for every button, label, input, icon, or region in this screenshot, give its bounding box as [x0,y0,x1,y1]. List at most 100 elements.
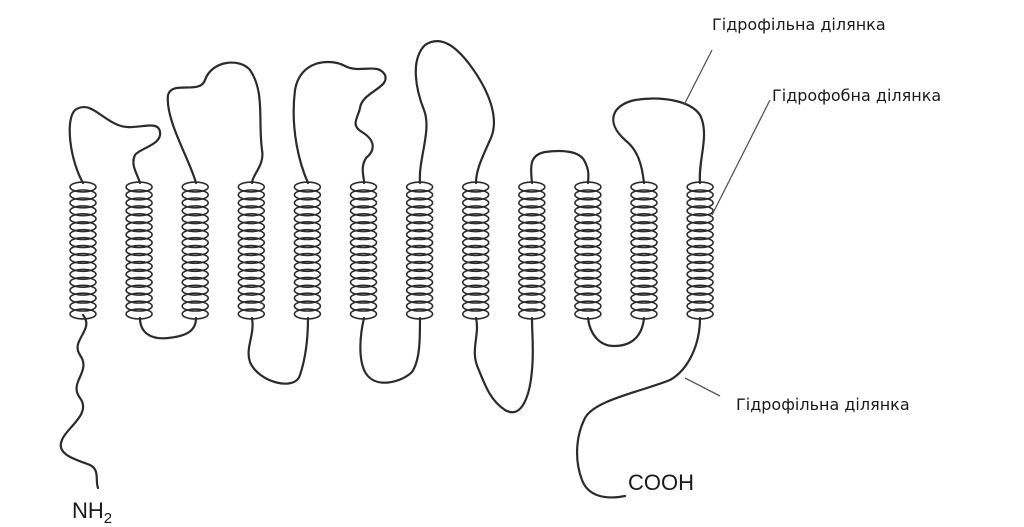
label-hydrophilic-top: Гідрофільна ділянка [712,15,886,34]
helix-turn [293,268,322,280]
helix-turn [517,228,546,241]
helix-turn [69,260,97,273]
helix-turn [181,252,209,265]
helix-turn [574,260,602,273]
helix-turn [517,300,546,312]
helix-turn [630,236,658,249]
n-terminal-tail [59,313,100,490]
helix-turn [349,292,378,304]
helix-turn [181,189,209,201]
helix-turn [125,205,153,217]
helix-turn [349,268,378,280]
helix-12 [686,181,714,320]
helix-turn [686,236,714,249]
helix-turn [574,221,602,233]
helix-turn [405,189,434,201]
helix-turn [237,221,266,233]
helix-turn [181,268,209,280]
helix-turn [125,252,153,265]
helix-turn [69,205,97,217]
helix-turn [461,236,490,249]
helix-turn [181,197,209,209]
helix-turn [69,268,97,280]
loop-extracellular-4 [414,39,495,185]
helix-turn [125,244,153,257]
helix-turn [181,205,209,217]
helix-turn [686,252,714,265]
helix-turn [293,221,322,233]
helix-turn [69,236,97,249]
helix-turn [517,197,546,209]
helix-turn [574,252,602,265]
helix-turn [349,276,378,288]
helix-turn [237,276,266,288]
label-n-terminus: NH2 [72,498,112,527]
helix-turn [405,213,434,225]
helix-turn [574,276,602,288]
helix-turn [461,213,490,225]
helix-turn [574,244,602,257]
helix-8 [461,181,490,320]
leader-hydrophobic [711,99,771,216]
helix-turn [69,276,97,288]
label-hydrophobic: Гідрофобна ділянка [772,86,941,105]
helix-turn [517,244,546,257]
helix-turn [574,189,602,201]
helix-turn [181,260,209,273]
helix-turn [181,244,209,257]
helix-turn [461,221,490,233]
helix-turn [574,284,602,296]
helix-turn [405,228,434,241]
helix-6 [349,181,378,320]
helix-turn [686,260,714,273]
helix-turn [461,292,490,304]
helix-turn [461,268,490,280]
helix-turn [349,189,378,201]
helix-turn [293,252,322,265]
helix-turn [461,276,490,288]
helix-10 [574,181,602,320]
helix-turn [630,197,658,209]
helix-turn [686,276,714,288]
helix-turn [517,284,546,296]
helix-turn [630,252,658,265]
helix-turn [405,236,434,249]
helix-turn [125,189,153,201]
helix-turn [630,228,658,241]
helix-turn [181,221,209,233]
helix-11 [630,181,658,320]
helix-turn [181,284,209,296]
helix-turn [686,292,714,304]
helix-turn [686,189,714,201]
helix-turn [405,221,434,233]
helix-turn [461,189,490,201]
helix-4 [237,181,266,320]
helix-turn [293,244,322,257]
helix-7 [405,181,434,320]
helix-turn [405,300,434,312]
loop-extracellular-6 [612,97,706,185]
helix-turn [686,221,714,233]
helix-turn [630,276,658,288]
helix-turn [69,284,97,296]
helix-turn [630,205,658,217]
helix-turn [125,268,153,280]
helix-turn [461,300,490,312]
helix-turn [181,236,209,249]
helix-turn [405,197,434,209]
helix-turn [237,213,266,225]
helix-9 [517,181,546,320]
helix-turn [293,236,322,249]
helix-turn [293,260,322,273]
helix-turn [69,221,97,233]
helix-2 [125,181,153,320]
loop-extracellular-2 [166,61,264,185]
helix-turn [405,244,434,257]
helix-turn [237,268,266,280]
helix-turn [293,228,322,241]
helix-turn [69,213,97,225]
leader-hydrophilic-top [683,49,713,106]
helix-turn [405,284,434,296]
loop-intracellular-3 [359,316,422,384]
